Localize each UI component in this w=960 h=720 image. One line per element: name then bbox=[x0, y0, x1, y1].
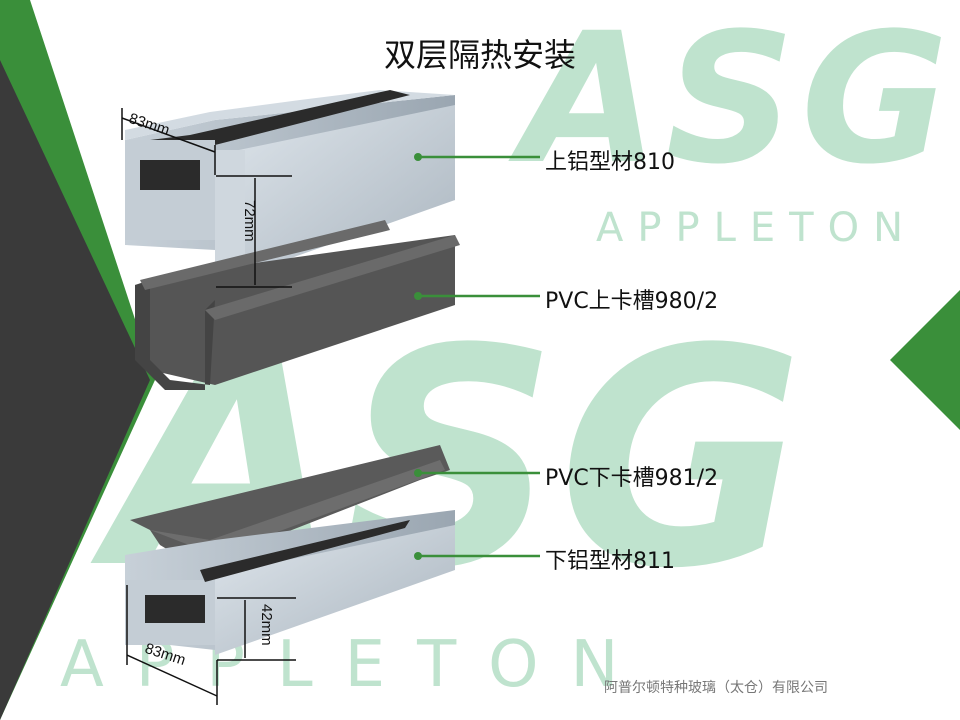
callout-pvc-lower-channel: PVC下卡槽981/2 bbox=[545, 466, 719, 491]
upper-aluminum-profile bbox=[125, 90, 455, 285]
pvc-upper-channel bbox=[135, 220, 460, 390]
watermark-logo-top: ASG bbox=[520, 0, 955, 204]
dark-panel bbox=[0, 60, 150, 720]
left-decoration bbox=[0, 0, 155, 720]
watermark-sub-top: APPLETON bbox=[596, 205, 918, 251]
upper-height-dimension: 72mm bbox=[241, 200, 258, 242]
company-footer: 阿普尔顿特种玻璃（太仓）有限公司 bbox=[604, 680, 828, 696]
lower-aluminum-profile bbox=[125, 510, 455, 655]
callout-upper-aluminum: 上铝型材810 bbox=[545, 150, 675, 175]
page-title: 双层隔热安装 bbox=[383, 36, 576, 74]
dimension-lines bbox=[121, 108, 296, 705]
callout-dots bbox=[414, 153, 422, 560]
green-arrow bbox=[890, 290, 960, 430]
callout-pvc-upper-channel: PVC上卡槽980/2 bbox=[545, 289, 719, 314]
right-decoration bbox=[890, 290, 960, 430]
callout-lower-aluminum: 下铝型材811 bbox=[545, 549, 675, 574]
lower-height-dimension: 42mm bbox=[258, 604, 275, 646]
callout-leaders bbox=[418, 155, 540, 558]
